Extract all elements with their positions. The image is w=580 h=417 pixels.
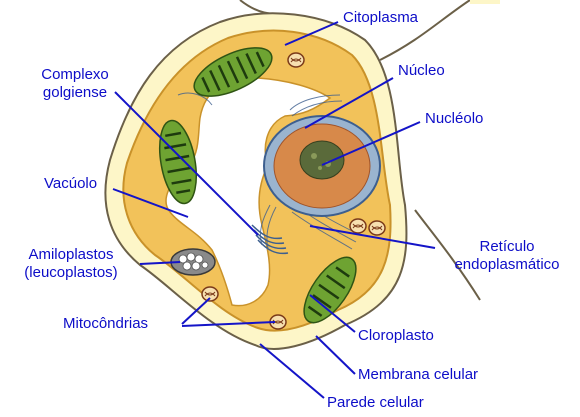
mitochondrion-icon bbox=[349, 218, 367, 234]
leader-mitocondrias-1 bbox=[181, 297, 211, 325]
label-cloroplasto: Cloroplasto bbox=[358, 327, 434, 344]
neighbor-wall-top bbox=[239, 0, 277, 15]
label-nucleo: Núcleo bbox=[398, 62, 445, 79]
leader-cloroplasto bbox=[309, 294, 356, 333]
label-complexo-line1: Complexo bbox=[41, 66, 109, 83]
chloroplast-icon bbox=[303, 256, 357, 324]
label-amiloplastos: Amiloplastos (leucoplastos) bbox=[3, 246, 139, 282]
neighbor-wall-right bbox=[414, 209, 481, 301]
leader-complexo bbox=[114, 91, 259, 236]
leader-mitocondrias-2 bbox=[181, 321, 276, 327]
chloroplast-icon bbox=[158, 119, 198, 205]
mitochondrion-icon bbox=[201, 286, 219, 302]
label-complexo-golgiense: Complexo golgiense bbox=[25, 66, 125, 102]
leader-membrana bbox=[315, 335, 356, 375]
mitochondrion-icon bbox=[368, 220, 386, 236]
label-citoplasma: Citoplasma bbox=[343, 9, 419, 26]
leader-citoplasma bbox=[284, 21, 339, 46]
leader-amiloplastos bbox=[139, 261, 181, 265]
leader-lines bbox=[112, 21, 436, 399]
golgi-icon bbox=[251, 224, 289, 255]
chloroplast-icon bbox=[193, 47, 273, 97]
amyloplast-icon bbox=[170, 248, 216, 276]
leader-nucleo bbox=[304, 77, 394, 129]
leader-reticulo bbox=[309, 225, 436, 249]
label-amiloplastos-line2: (leucoplastos) bbox=[24, 264, 118, 281]
label-reticulo-endoplasmatico: Retículo endoplasmático bbox=[437, 238, 577, 274]
label-amiloplastos-line1: Amiloplastos bbox=[28, 246, 114, 263]
mitochondrion-icon bbox=[287, 52, 305, 68]
label-mitocondrias: Mitocôndrias bbox=[63, 315, 149, 332]
leader-parede bbox=[259, 343, 325, 399]
label-reticulo-line2: endoplasmático bbox=[454, 256, 560, 273]
leader-nucleolo bbox=[321, 121, 421, 166]
leader-vacuolo bbox=[112, 188, 189, 218]
neighbor-wall-right-top bbox=[379, 0, 471, 61]
nucleolus-icon bbox=[299, 140, 345, 180]
label-parede-celular: Parede celular bbox=[327, 394, 424, 411]
label-reticulo-line1: Retículo bbox=[479, 238, 535, 255]
label-vacuolo: Vacúolo bbox=[44, 175, 98, 192]
label-complexo-line2: golgiense bbox=[42, 84, 108, 101]
label-membrana-celular: Membrana celular bbox=[358, 366, 479, 383]
label-nucleolo: Nucléolo bbox=[425, 110, 484, 127]
